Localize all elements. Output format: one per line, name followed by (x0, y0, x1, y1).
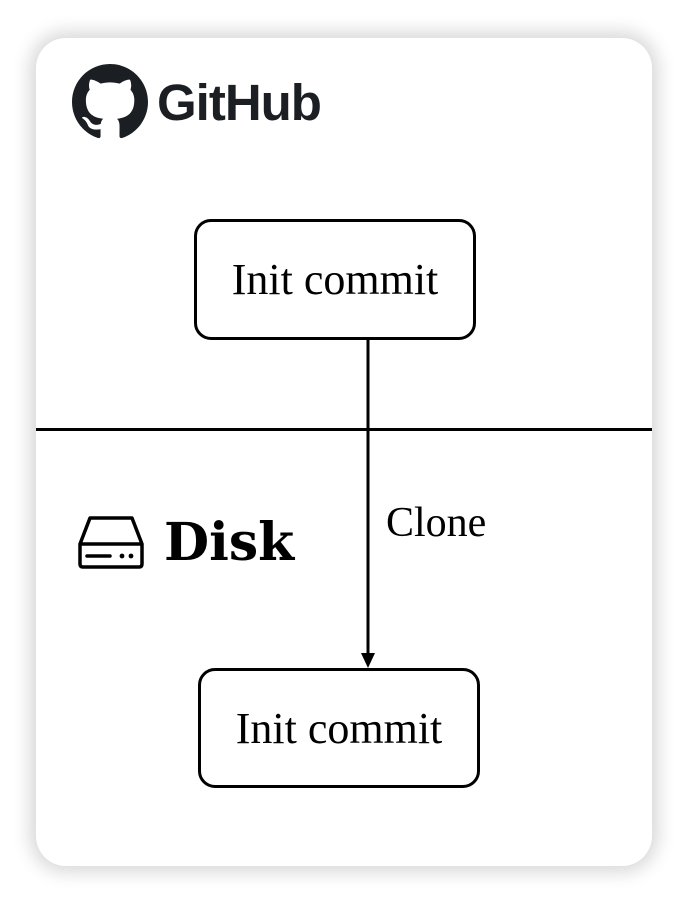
local-commit-label: Init commit (235, 703, 443, 753)
github-wordmark: GitHub (157, 74, 322, 131)
local-commit-node: Init commit (198, 668, 480, 788)
github-octocat-icon (72, 64, 148, 139)
remote-commit-label: Init commit (231, 255, 439, 304)
remote-commit-node: Init commit (194, 219, 476, 340)
clone-arrow (361, 340, 375, 668)
clone-label: Clone (386, 500, 487, 546)
section-divider (36, 428, 652, 431)
hard-drive-icon (78, 516, 144, 569)
disk-label: Disk (164, 512, 295, 573)
diagram-card: GitHub Init commit Disk Clone Init commi… (36, 38, 652, 866)
